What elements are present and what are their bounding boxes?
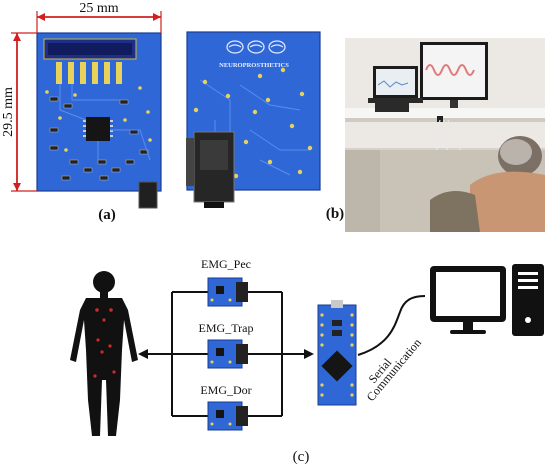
caption-c: (c) <box>293 449 310 465</box>
width-label: 25 mm <box>79 1 118 16</box>
height-label: 29.5 mm <box>1 87 16 137</box>
human-body-icon <box>70 271 138 436</box>
emg-module-dor <box>207 401 248 431</box>
pcb-back-view: NEUROPROSTHETICS <box>186 31 321 208</box>
microcontroller-board <box>317 300 357 406</box>
arrow-to-body <box>138 349 172 359</box>
sensor-label-pec: EMG_Pec <box>201 257 251 271</box>
caption-a: (a) <box>98 207 116 223</box>
serial-cable <box>357 295 426 356</box>
pcb-top-view <box>36 32 162 209</box>
emg-module-pec <box>207 277 248 307</box>
sensor-label-trap: EMG_Trap <box>199 321 254 335</box>
arrow-to-mcu <box>282 349 314 359</box>
muscle-markers <box>93 308 116 378</box>
emg-module-trap <box>207 339 248 369</box>
caption-b: (b) <box>326 206 344 222</box>
computer-icon <box>430 264 544 336</box>
width-dimension: 25 mm <box>36 1 162 33</box>
brain-logo-icon <box>226 40 286 54</box>
height-dimension: 29.5 mm <box>1 32 37 192</box>
sensor-label-dor: EMG_Dor <box>200 383 251 397</box>
silk-text: NEUROPROSTHETICS <box>219 62 289 69</box>
experiment-photo <box>345 38 545 232</box>
